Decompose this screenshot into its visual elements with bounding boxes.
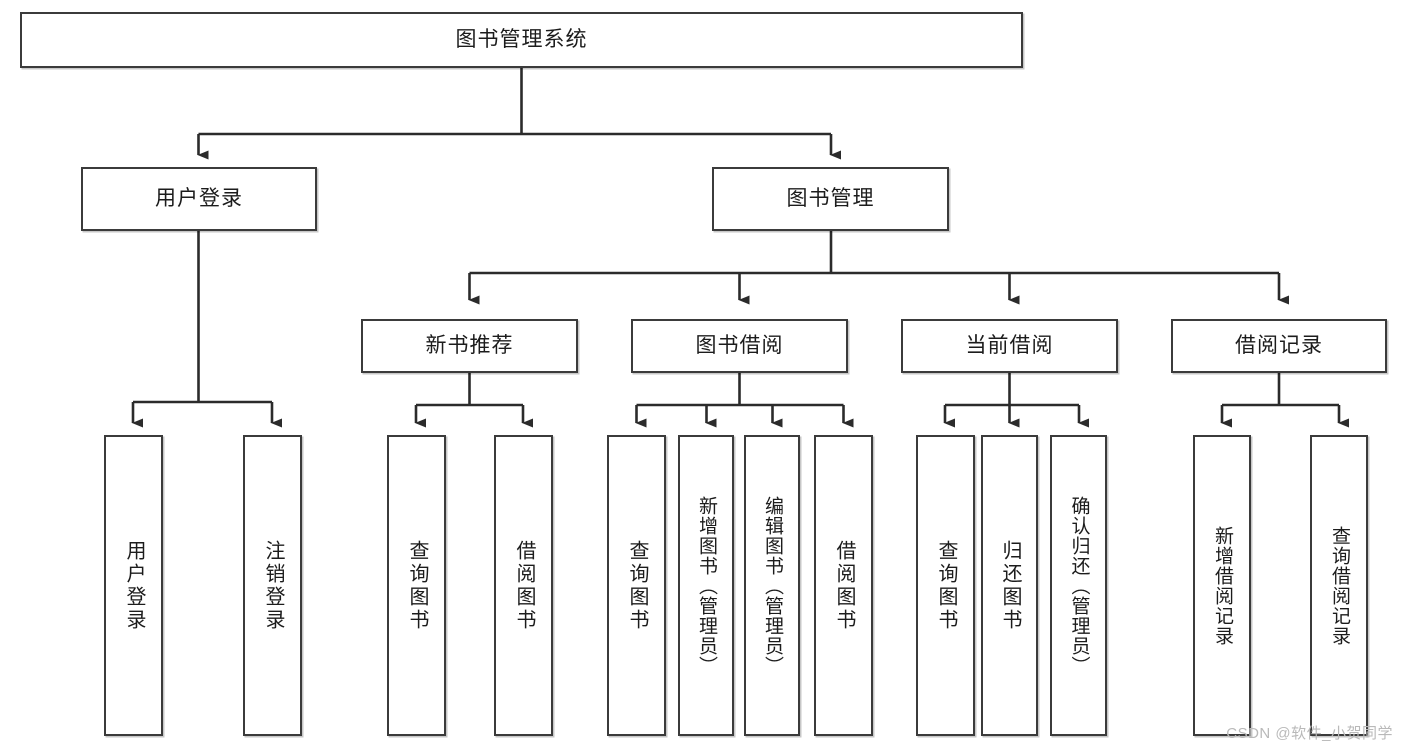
- node-label: 新增借阅记录: [1211, 525, 1233, 646]
- node-label: 查询图书: [935, 539, 957, 632]
- leaf-borrow-record-add[interactable]: 新增借阅记录: [1193, 435, 1251, 736]
- node-label: 编辑图书（管理员）: [761, 495, 783, 676]
- node-label: 图书管理: [786, 186, 875, 210]
- leaf-book-borrow-lend[interactable]: 借阅图书: [814, 435, 873, 736]
- node-root-system[interactable]: 图书管理系统: [20, 12, 1023, 68]
- node-label: 查询图书: [626, 539, 648, 632]
- node-label: 借阅记录: [1235, 333, 1323, 357]
- node-label: 归还图书: [999, 539, 1021, 632]
- leaf-current-borrow-return[interactable]: 归还图书: [981, 435, 1038, 736]
- node-label: 新书推荐: [425, 333, 514, 357]
- leaf-book-borrow-query[interactable]: 查询图书: [607, 435, 666, 736]
- leaf-user-login-login[interactable]: 用户登录: [104, 435, 163, 736]
- node-label: 新增图书（管理员）: [695, 495, 717, 676]
- node-label: 注销登录: [262, 539, 284, 632]
- node-label: 确认归还（管理员）: [1068, 495, 1090, 676]
- node-label: 用户登录: [123, 539, 145, 632]
- leaf-new-book-borrow[interactable]: 借阅图书: [494, 435, 553, 736]
- node-label: 用户登录: [155, 186, 243, 210]
- leaf-book-borrow-edit[interactable]: 编辑图书（管理员）: [744, 435, 800, 736]
- node-book-borrow[interactable]: 图书借阅: [631, 319, 848, 373]
- node-borrow-record[interactable]: 借阅记录: [1171, 319, 1387, 373]
- leaf-user-login-logout[interactable]: 注销登录: [243, 435, 302, 736]
- node-label: 查询借阅记录: [1328, 525, 1350, 646]
- leaf-book-borrow-add[interactable]: 新增图书（管理员）: [678, 435, 734, 736]
- watermark: CSDN @软件_小贺同学: [1226, 725, 1393, 742]
- node-user-login[interactable]: 用户登录: [81, 167, 317, 231]
- node-new-book-recommend[interactable]: 新书推荐: [361, 319, 578, 373]
- node-label: 当前借阅: [965, 333, 1054, 357]
- node-current-borrow[interactable]: 当前借阅: [901, 319, 1118, 373]
- node-book-management[interactable]: 图书管理: [712, 167, 949, 231]
- leaf-current-borrow-query[interactable]: 查询图书: [916, 435, 975, 736]
- leaf-borrow-record-query[interactable]: 查询借阅记录: [1310, 435, 1368, 736]
- leaf-new-book-query[interactable]: 查询图书: [387, 435, 446, 736]
- node-label: 图书管理系统: [455, 27, 588, 51]
- leaf-current-borrow-confirm-return[interactable]: 确认归还（管理员）: [1050, 435, 1107, 736]
- node-label: 借阅图书: [833, 539, 855, 632]
- node-label: 图书借阅: [695, 333, 784, 357]
- node-label: 借阅图书: [513, 539, 535, 632]
- node-label: 查询图书: [406, 539, 428, 632]
